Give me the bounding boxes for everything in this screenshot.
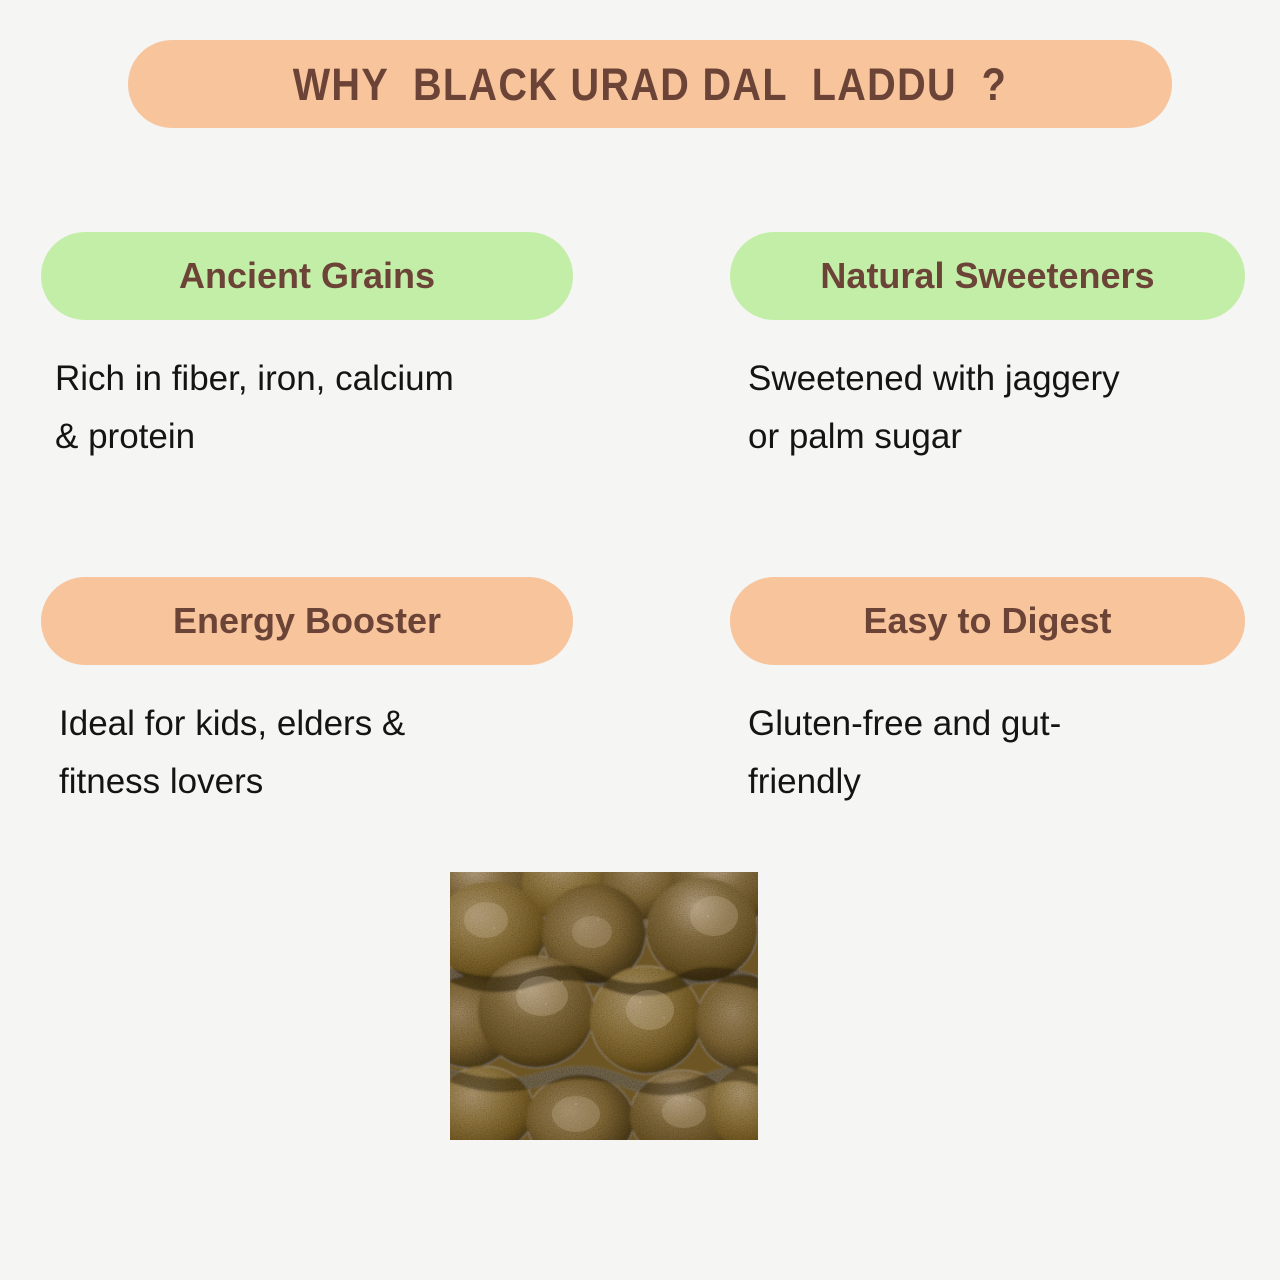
- feature-pill-ancient-grains: Ancient Grains: [41, 232, 573, 320]
- feature-label: Natural Sweeteners: [820, 255, 1155, 296]
- feature-pill-energy-booster: Energy Booster: [41, 577, 573, 665]
- black-urad-dal-laddu-photo: [450, 872, 758, 1140]
- feature-pill-natural-sweeteners: Natural Sweeteners: [730, 232, 1245, 320]
- feature-description: Rich in fiber, iron, calcium & protein: [55, 359, 454, 457]
- feature-label: Energy Booster: [172, 600, 442, 641]
- feature-label: Ancient Grains: [178, 255, 436, 296]
- page-title: WHY BLACK URAD DAL LADDU ?: [292, 58, 1008, 110]
- feature-description: Gluten-free and gut- friendly: [748, 704, 1062, 802]
- feature-pill-easy-to-digest: Easy to Digest: [730, 577, 1245, 665]
- feature-label: Easy to Digest: [863, 600, 1112, 641]
- feature-description: Sweetened with jaggery or palm sugar: [748, 359, 1120, 457]
- feature-description: Ideal for kids, elders & fitness lovers: [59, 704, 406, 802]
- header-pill: WHY BLACK URAD DAL LADDU ?: [128, 40, 1172, 128]
